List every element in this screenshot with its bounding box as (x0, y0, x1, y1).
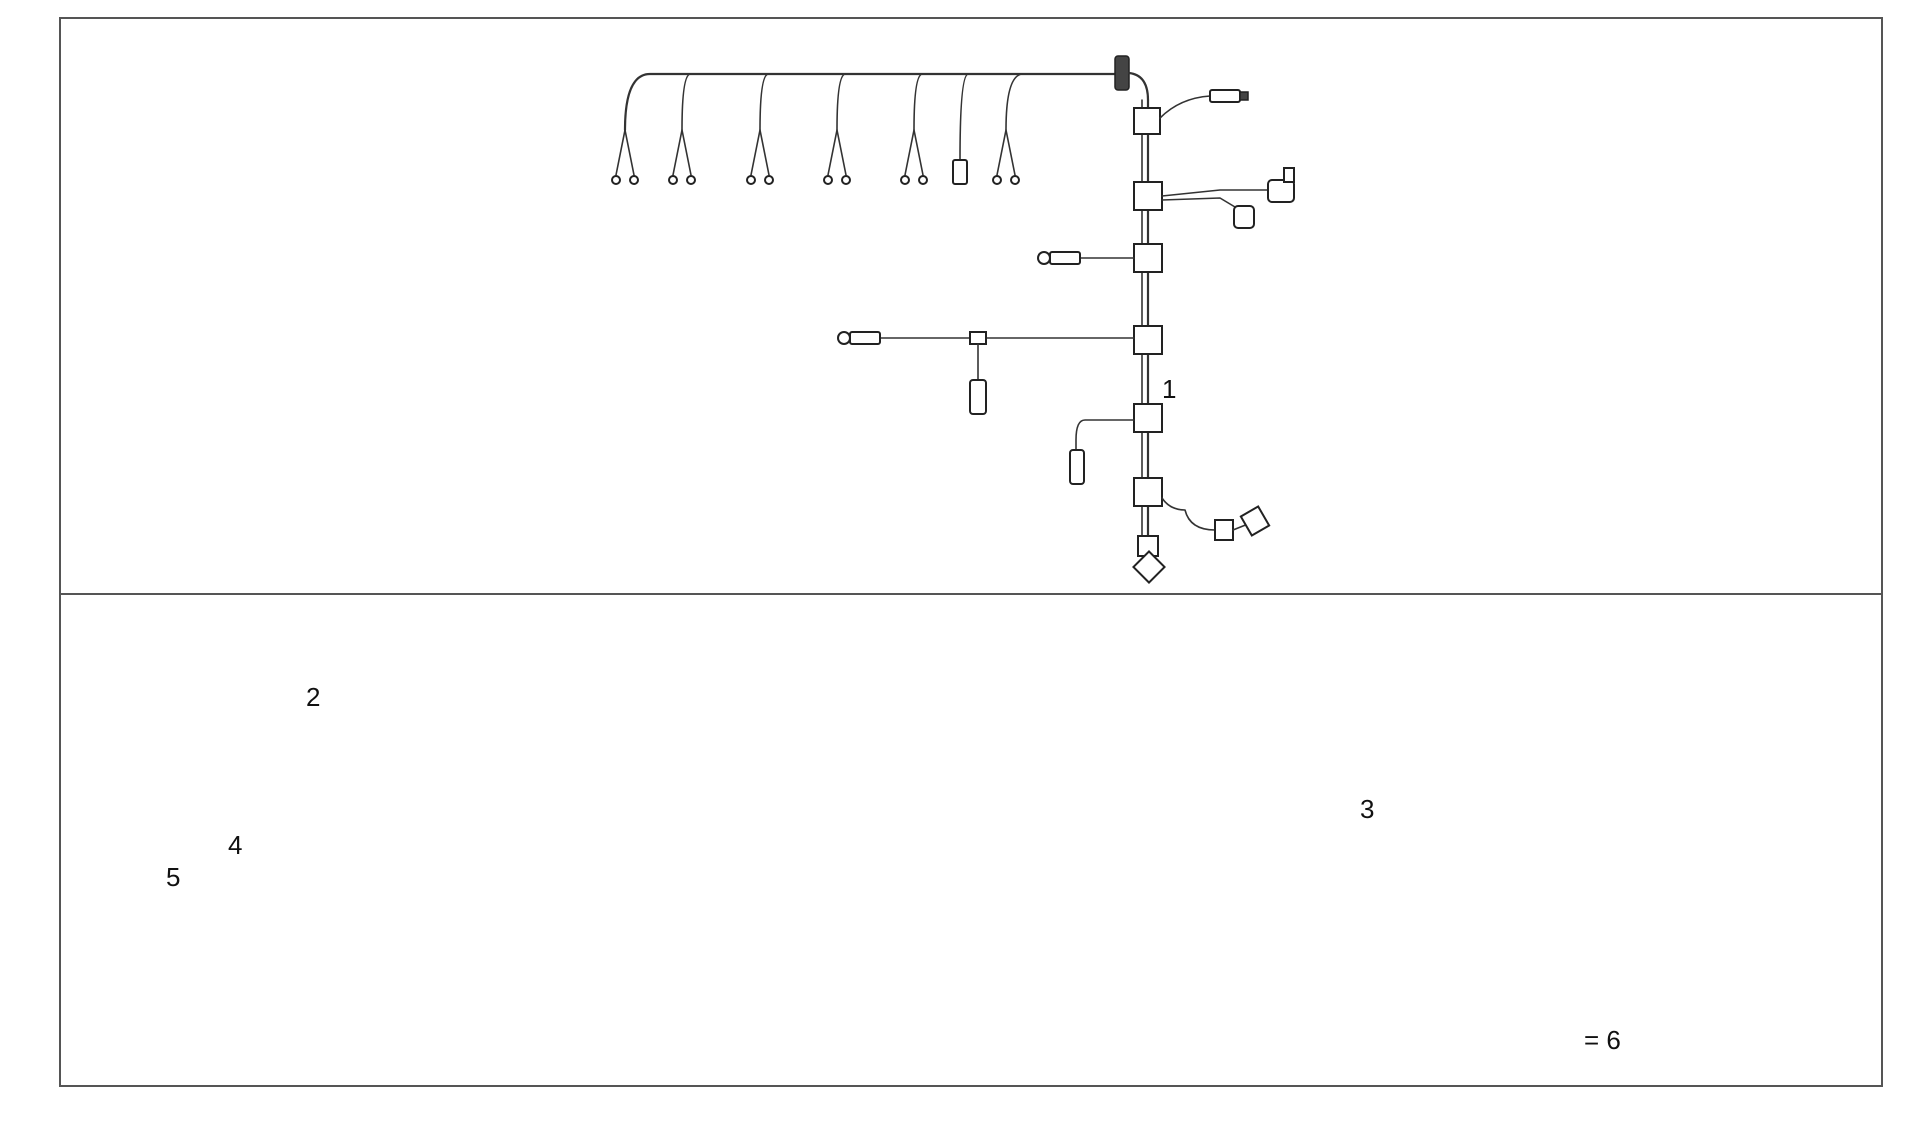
fork-terminals (611, 129, 1020, 185)
label-part-2: 2 (306, 682, 321, 712)
left-plug-connector (1049, 251, 1081, 265)
label-part-4: 4 (228, 830, 243, 860)
top-drop-branches (681, 73, 1023, 161)
round-connector (1267, 179, 1295, 203)
upper-harness (611, 55, 1295, 584)
label-part-3: 3 (1360, 794, 1375, 824)
plug-connector (1209, 89, 1241, 103)
junction-boxes (1133, 107, 1163, 557)
label-part-1: 1 (1162, 374, 1177, 404)
bottom-angled-connector (1132, 550, 1166, 584)
grommet-connector (1114, 55, 1130, 91)
vertical-plug-connector (969, 379, 987, 415)
label-part-5: 5 (166, 862, 181, 892)
legend-text: = 6 (1584, 1025, 1621, 1055)
outer-frame (59, 17, 1883, 1087)
